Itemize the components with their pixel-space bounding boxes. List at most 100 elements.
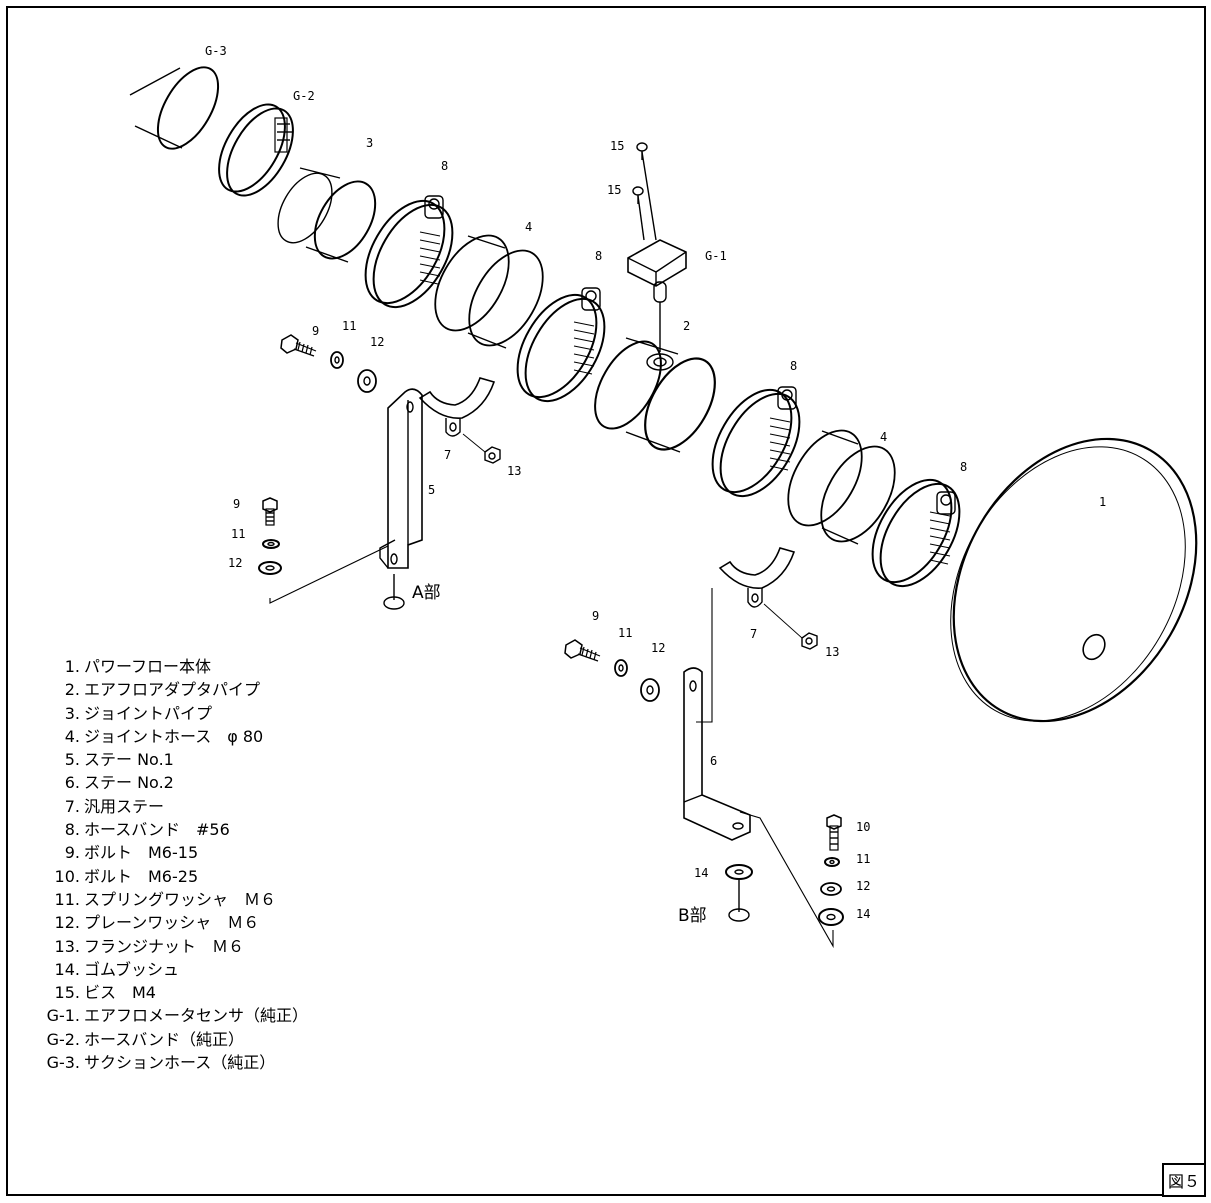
label-11b: 11 bbox=[231, 527, 245, 541]
legend-text: ホースバンド #56 bbox=[84, 820, 230, 840]
legend-num: 3. bbox=[64, 703, 80, 723]
legend-item: 13.フランジナット Ｍ６ bbox=[30, 935, 308, 958]
joint-hose-4b bbox=[787, 429, 896, 545]
legend-num: 11. bbox=[54, 889, 80, 909]
legend-item: 7.汎用ステー bbox=[30, 795, 308, 818]
general-stay-7a bbox=[418, 377, 496, 437]
legend-num: 7. bbox=[64, 796, 80, 816]
rubber-bush-14a bbox=[725, 864, 753, 880]
legend-item: 11.スプリングワッシャ Ｍ６ bbox=[30, 888, 308, 911]
hose-band-8c bbox=[711, 386, 801, 498]
screw-15a bbox=[636, 142, 648, 160]
label-9c: 9 bbox=[592, 609, 599, 623]
legend-num: G-1. bbox=[46, 1006, 80, 1026]
figure-label: 図５ bbox=[1162, 1163, 1206, 1197]
bolt-9b bbox=[262, 497, 278, 526]
legend-item: G-1.エアフロメータセンサ（純正） bbox=[30, 1004, 308, 1027]
legend-text: ジョイントホース φ 80 bbox=[84, 726, 264, 746]
detail-b-label: B部 bbox=[678, 906, 707, 926]
label-1: 1 bbox=[1099, 495, 1106, 509]
legend-item: 5.ステー No.1 bbox=[30, 748, 308, 771]
legend-item: G-3.サクションホース（純正） bbox=[30, 1051, 308, 1074]
legend-item: 14.ゴムブッシュ bbox=[30, 958, 308, 981]
legend-num: 9. bbox=[64, 843, 80, 863]
hose-band-8b bbox=[516, 287, 606, 403]
legend-num: 6. bbox=[64, 773, 80, 793]
flange-nut-13b bbox=[763, 603, 818, 650]
label-5: 5 bbox=[428, 483, 435, 497]
label-14b: 14 bbox=[856, 907, 870, 921]
rubber-bush-14b bbox=[818, 908, 844, 926]
legend-num: 12. bbox=[54, 913, 80, 933]
legend-text: ホースバンド（純正） bbox=[84, 1029, 245, 1049]
bolt-9c bbox=[564, 639, 601, 662]
label-9a: 9 bbox=[312, 324, 319, 338]
legend-item: 8.ホースバンド #56 bbox=[30, 818, 308, 841]
legend-item: 9.ボルト M6-15 bbox=[30, 841, 308, 864]
label-9b: 9 bbox=[233, 497, 240, 511]
label-4b: 4 bbox=[880, 430, 887, 444]
legend-num: 14. bbox=[54, 959, 80, 979]
legend-text: サクションホース（純正） bbox=[84, 1053, 276, 1073]
airflow-sensor-g1 bbox=[627, 151, 687, 352]
label-8a: 8 bbox=[441, 159, 448, 173]
plain-washer-12c bbox=[640, 678, 660, 702]
label-11d: 11 bbox=[856, 852, 870, 866]
parts-legend: 1.パワーフロー本体 2.エアフロアダプタパイプ 3.ジョイントパイプ 4.ジョ… bbox=[30, 655, 308, 1074]
detail-a-marker bbox=[383, 574, 405, 610]
joint-pipe-3 bbox=[277, 167, 377, 263]
label-8b: 8 bbox=[595, 249, 602, 263]
power-flow-body-1 bbox=[950, 437, 1198, 723]
legend-item: 2.エアフロアダプタパイプ bbox=[30, 678, 308, 701]
legend-num: 15. bbox=[54, 983, 80, 1003]
stay-no1-5 bbox=[379, 388, 423, 569]
detail-b-marker bbox=[728, 880, 750, 922]
legend-text: ステー No.2 bbox=[84, 773, 174, 793]
legend-text: パワーフロー本体 bbox=[84, 657, 212, 676]
drawing-frame bbox=[6, 6, 1206, 1196]
label-7a: 7 bbox=[444, 448, 451, 462]
leader-line-b1 bbox=[696, 588, 713, 723]
label-12d: 12 bbox=[856, 879, 870, 893]
label-11a: 11 bbox=[342, 319, 356, 333]
legend-text: 汎用ステー bbox=[84, 796, 165, 816]
legend-item: 15.ビス M4 bbox=[30, 981, 308, 1004]
joint-hose-4a bbox=[434, 234, 544, 349]
leader-line-b2 bbox=[739, 811, 834, 949]
legend-item: 10.ボルト M6-25 bbox=[30, 865, 308, 888]
legend-text: ボルト M6-25 bbox=[84, 866, 199, 886]
label-7b: 7 bbox=[750, 627, 757, 641]
legend-text: エアフロメータセンサ（純正） bbox=[84, 1006, 309, 1026]
legend-num: 2. bbox=[64, 680, 80, 700]
label-11c: 11 bbox=[618, 626, 632, 640]
bolt-10 bbox=[826, 814, 842, 851]
label-13b: 13 bbox=[825, 645, 839, 659]
spring-washer-11c bbox=[614, 659, 628, 677]
label-14a: 14 bbox=[694, 866, 708, 880]
label-8d: 8 bbox=[960, 460, 967, 474]
label-10: 10 bbox=[856, 820, 870, 834]
detail-a-label: A部 bbox=[412, 583, 441, 603]
legend-item: 4.ジョイントホース φ 80 bbox=[30, 725, 308, 748]
legend-num: 4. bbox=[64, 726, 80, 746]
label-g2: G-2 bbox=[293, 89, 315, 103]
plain-washer-12b bbox=[258, 561, 282, 575]
bolt-9a bbox=[280, 334, 317, 357]
hose-band-8d bbox=[871, 478, 961, 588]
legend-item: 12.プレーンワッシャ Ｍ６ bbox=[30, 911, 308, 934]
legend-text: ジョイントパイプ bbox=[84, 703, 213, 723]
legend-text: ゴムブッシュ bbox=[84, 959, 180, 979]
spring-washer-11b bbox=[262, 539, 280, 549]
legend-num: 13. bbox=[54, 936, 80, 956]
stay-no2-6 bbox=[683, 667, 751, 841]
label-3: 3 bbox=[366, 136, 373, 150]
legend-item: 6.ステー No.2 bbox=[30, 771, 308, 794]
general-stay-7b bbox=[718, 547, 796, 608]
legend-num: 5. bbox=[64, 750, 80, 770]
label-g1: G-1 bbox=[705, 249, 727, 263]
legend-num: G-2. bbox=[46, 1029, 80, 1049]
legend-num: 1. bbox=[64, 657, 80, 676]
label-g3: G-3 bbox=[205, 44, 227, 58]
legend-text: ボルト M6-15 bbox=[84, 843, 199, 863]
